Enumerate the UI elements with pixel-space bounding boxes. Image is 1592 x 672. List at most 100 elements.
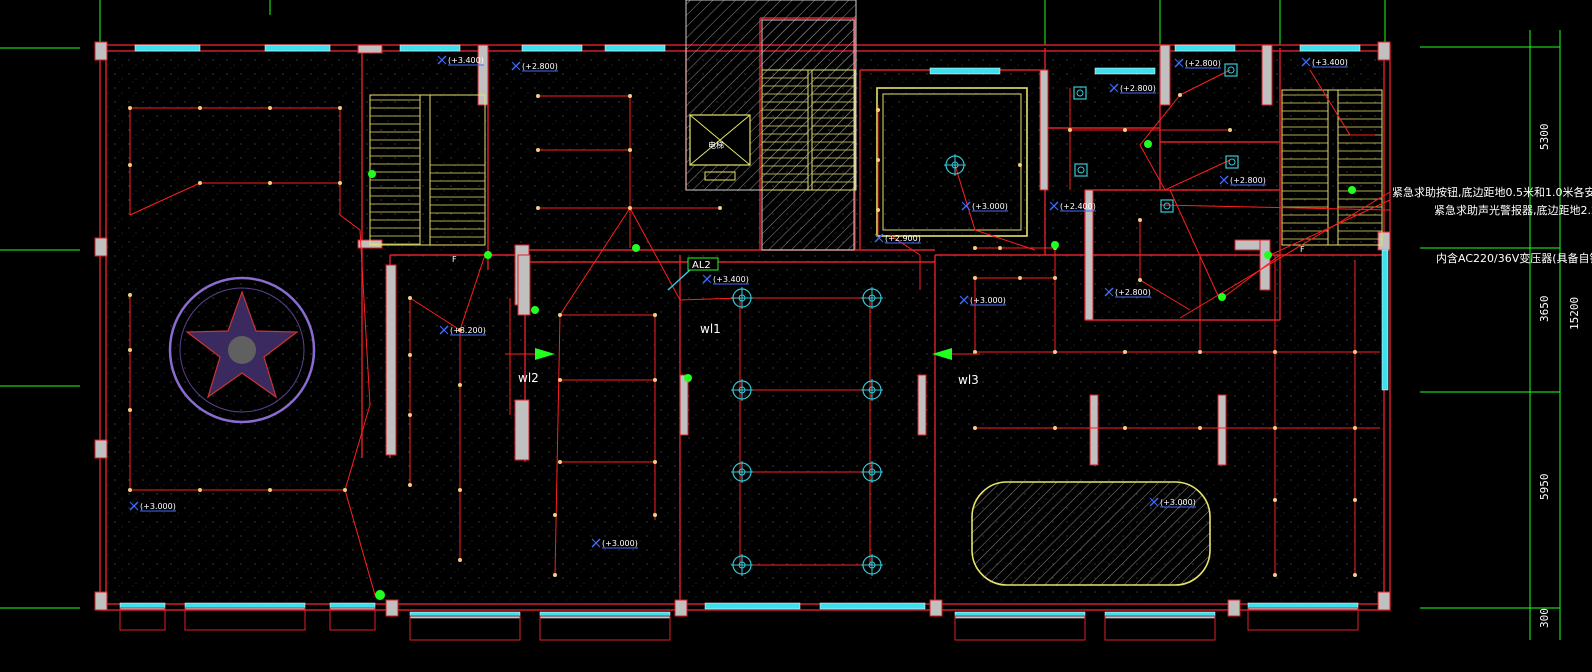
- outlet-point: [718, 206, 722, 210]
- outlet-point: [458, 328, 462, 332]
- elevation-tag: (+2.800): [1109, 83, 1156, 94]
- outlet-point: [458, 488, 462, 492]
- outlet-point: [1123, 350, 1127, 354]
- outlet-point: [628, 206, 632, 210]
- note-line-3: 内含AC220/36V变压器(具备自锁: [1436, 251, 1592, 265]
- ceiling-light-icon: [731, 287, 753, 309]
- stair-dn-left: F: [452, 255, 457, 264]
- fixtures-layer: [731, 63, 1239, 576]
- junction-box-icon: [1225, 155, 1239, 169]
- elevation-tag-text: (+2.800): [1115, 288, 1151, 297]
- elevation-tag-text: (+3.400): [448, 56, 484, 65]
- elevation-tag-text: (+3.400): [713, 275, 749, 284]
- outlet-point: [198, 181, 202, 185]
- window-bays: [119, 607, 1359, 641]
- elevation-tag: (+2.800): [1104, 287, 1151, 298]
- elevation-tag-text: (+3.400): [1312, 58, 1348, 67]
- outlet-point: [1053, 426, 1057, 430]
- circuit-arrow-wl3: [932, 348, 952, 360]
- outlet-point: [1018, 163, 1022, 167]
- outlet-point: [1353, 498, 1357, 502]
- outlet-point: [558, 313, 562, 317]
- elevator-label: 电梯: [708, 140, 724, 150]
- outlet-point: [1068, 128, 1072, 132]
- outlet-point: [1138, 278, 1142, 282]
- stair-dn-right: F: [1300, 245, 1305, 254]
- outlet-points-layer: [128, 93, 1357, 577]
- outlet-point: [536, 94, 540, 98]
- elevation-tags: (+3.400) (+2.800) (+3.200) (+3.000) (+3.000)…: [129, 55, 1348, 549]
- elevation-tag: (+3.000): [129, 501, 176, 512]
- outlet-point: [408, 296, 412, 300]
- distribution-panel: [687, 257, 719, 271]
- outlet-point: [1273, 426, 1277, 430]
- dimension-lines: [0, 0, 1561, 640]
- atrium-void: [876, 87, 1028, 237]
- elevation-tag-text: (+2.800): [1120, 84, 1156, 93]
- outlet-point: [1198, 426, 1202, 430]
- outlet-point: [1018, 276, 1022, 280]
- elevation-tag-text: (+2.400): [1060, 202, 1096, 211]
- outlet-point: [458, 383, 462, 387]
- ceiling-light-icon: [861, 554, 883, 576]
- elevation-tag: (+3.400): [437, 55, 484, 66]
- elevation-tag-text: (+3.000): [970, 296, 1006, 305]
- elevation-tag: (+3.000): [959, 295, 1006, 306]
- junction-box-icon: [1074, 163, 1088, 177]
- elevation-tag: (+2.800): [1219, 175, 1266, 186]
- elevation-tag-text: (+3.000): [140, 502, 176, 511]
- outlet-point: [128, 106, 132, 110]
- outlet-point: [408, 483, 412, 487]
- outlet-point: [1123, 128, 1127, 132]
- outlet-point: [1273, 573, 1277, 577]
- dimension-15200: 15200: [1568, 297, 1581, 330]
- outlet-point: [973, 426, 977, 430]
- ceiling-light-icon: [861, 461, 883, 483]
- ceiling-light-icon: [731, 554, 753, 576]
- outlet-point: [1353, 350, 1357, 354]
- circuit-label-wl2: wl2: [518, 371, 539, 385]
- outlet-point: [653, 313, 657, 317]
- outlet-point: [408, 353, 412, 357]
- outlet-point: [268, 106, 272, 110]
- elevation-tag: (+3.200): [439, 325, 486, 336]
- panel-label: AL2: [692, 260, 711, 271]
- elevation-tag-text: (+2.800): [1185, 59, 1221, 68]
- outlet-point: [128, 163, 132, 167]
- outlet-point: [536, 148, 540, 152]
- outlet-point: [1123, 426, 1127, 430]
- outlet-point: [1273, 350, 1277, 354]
- outlet-point: [553, 513, 557, 517]
- outlet-point: [628, 148, 632, 152]
- outlet-point: [343, 488, 347, 492]
- outlet-point: [1353, 573, 1357, 577]
- outlet-point: [1228, 128, 1232, 132]
- windows: [119, 44, 1389, 619]
- outlet-point: [268, 181, 272, 185]
- elevation-tag: (+2.400): [1049, 201, 1096, 212]
- elevation-tag-text: (+3.000): [972, 202, 1008, 211]
- elevation-tag: (+3.000): [1149, 497, 1196, 508]
- outlet-point: [653, 460, 657, 464]
- outlet-point: [653, 513, 657, 517]
- outlet-point: [408, 413, 412, 417]
- note-line-1: 紧急求助按钮,底边距地0.5米和1.0米各安装一个: [1392, 185, 1592, 199]
- outlet-point: [973, 350, 977, 354]
- junction-box-icon: [1224, 63, 1238, 77]
- outlet-point: [1273, 498, 1277, 502]
- outlet-point: [998, 246, 1002, 250]
- dimension-3650: 3650: [1538, 296, 1551, 323]
- circuit-label-wl1: wl1: [700, 322, 721, 336]
- outlet-point: [1353, 426, 1357, 430]
- outlet-point: [536, 206, 540, 210]
- outlet-point: [558, 460, 562, 464]
- dimension-5300: 5300: [1538, 124, 1551, 151]
- outlet-point: [876, 108, 880, 112]
- star-emblem: [168, 276, 316, 424]
- wall-columns: [94, 41, 1391, 617]
- junction-box-icon: [1160, 199, 1174, 213]
- dimension-300: 300: [1538, 608, 1551, 628]
- outlet-point: [558, 378, 562, 382]
- elevation-tag: (+3.400): [1301, 57, 1348, 68]
